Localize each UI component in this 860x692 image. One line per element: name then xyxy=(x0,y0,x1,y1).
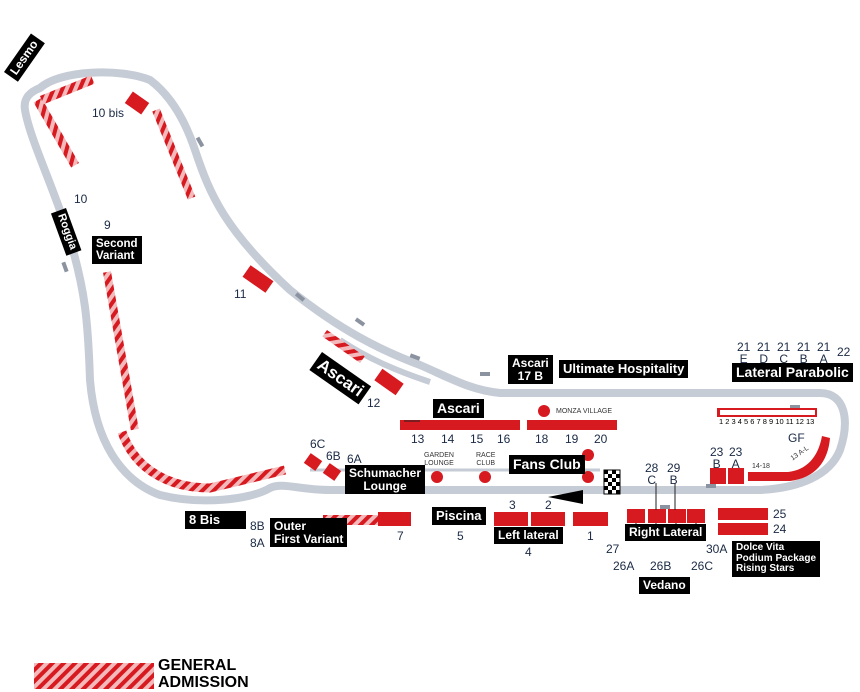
label-piscina: Piscina xyxy=(432,507,486,525)
stand-1 xyxy=(573,512,608,526)
num-9: 9 xyxy=(104,218,111,232)
stand-25 xyxy=(718,508,768,520)
num-6a: 6A xyxy=(347,452,362,466)
label-left-lateral: Left lateral xyxy=(494,527,563,544)
num-21b: 21 B xyxy=(797,340,811,366)
num-13: 13 xyxy=(411,432,425,446)
label-fans-club: Fans Club xyxy=(509,455,585,474)
garden-lounge-marker xyxy=(431,471,443,483)
num-14: 14 xyxy=(441,432,455,446)
label-outer-first-variant: Outer First Variant xyxy=(270,518,348,548)
num-21e: 21 E xyxy=(737,340,751,366)
fans-club-marker-1 xyxy=(582,449,594,461)
general-admission-areas xyxy=(33,75,378,525)
monza-village-marker xyxy=(538,405,550,417)
parabolic-seat-numbers: 1 2 3 4 5 6 7 8 9 10 11 12 13 xyxy=(719,417,815,426)
stand-24 xyxy=(718,523,768,535)
track-outline xyxy=(20,68,849,505)
stand-7 xyxy=(378,512,411,526)
num-22: 22 xyxy=(837,345,851,359)
stand-3 xyxy=(494,512,528,526)
label-second-variant: Second Variant xyxy=(92,236,142,265)
stand-27 xyxy=(627,509,645,523)
label-monza-village: MONZA VILLAGE xyxy=(556,408,613,415)
kerb-markers xyxy=(61,136,800,509)
num-25: 25 xyxy=(773,507,787,521)
legend-swatch xyxy=(34,663,154,689)
label-right-lateral: Right Lateral xyxy=(625,524,707,541)
direction-arrow-icon xyxy=(548,490,583,504)
label-dolce-vita: Dolce Vita Podium Package Rising Stars xyxy=(732,541,821,577)
num-10: 10 xyxy=(74,192,88,206)
num-15: 15 xyxy=(470,432,484,446)
stand-13-16 xyxy=(400,420,520,430)
num-21d: 21 D xyxy=(757,340,771,366)
num-1: 1 xyxy=(587,529,594,543)
stand-11 xyxy=(242,265,274,293)
stand-6c xyxy=(303,453,323,471)
num-3: 3 xyxy=(509,498,516,512)
label-vedano: Vedano xyxy=(639,577,690,594)
num-29b: 29 B xyxy=(667,461,681,487)
num-23a: 23 A xyxy=(729,445,743,471)
num-27: 27 xyxy=(606,542,620,556)
label-lateral-parabolic: Lateral Parabolic xyxy=(732,363,853,382)
num-12: 12 xyxy=(367,396,381,410)
num-26b: 26B xyxy=(650,559,672,573)
num-26c: 26C xyxy=(691,559,714,573)
num-5: 5 xyxy=(457,529,464,543)
label-schumacher-lounge: Schumacher Lounge xyxy=(345,465,426,495)
num-6c: 6C xyxy=(310,437,326,451)
num-21c: 21 C xyxy=(777,340,791,366)
stand-26c xyxy=(687,509,705,523)
num-28c: 28 C xyxy=(645,461,659,487)
stand-2 xyxy=(531,512,565,526)
stand-10bis xyxy=(124,91,150,115)
label-garden-lounge: GARDEN LOUNGE xyxy=(424,452,454,467)
num-14-18: 14-18 xyxy=(752,463,770,470)
label-ascari-17b: Ascari 17 B xyxy=(508,355,553,385)
stand-23b xyxy=(710,468,726,484)
fans-club-marker-2 xyxy=(582,471,594,483)
num-7: 7 xyxy=(397,529,404,543)
stand-26a xyxy=(648,509,666,523)
stand-parabolic-curve xyxy=(748,436,830,481)
stand-12 xyxy=(374,368,404,396)
label-ascari-mid: Ascari xyxy=(433,399,484,418)
num-10bis: 10 bis xyxy=(92,106,125,120)
num-4: 4 xyxy=(525,545,532,559)
label-ultimate-hospitality: Ultimate Hospitality xyxy=(559,360,689,378)
num-30a: 30A xyxy=(706,542,728,556)
num-23b: 23 B xyxy=(710,445,724,471)
num-19: 19 xyxy=(565,432,579,446)
grandstands xyxy=(124,91,830,535)
num-2: 2 xyxy=(545,498,552,512)
num-24: 24 xyxy=(773,522,787,536)
label-8bis: 8 Bis xyxy=(185,511,247,529)
num-6b: 6B xyxy=(326,449,341,463)
num-gf: GF xyxy=(788,431,805,445)
stand-23a xyxy=(728,468,744,484)
num-21a: 21 A xyxy=(817,340,831,366)
stand-6b xyxy=(322,463,342,481)
num-16: 16 xyxy=(497,432,511,446)
num-18: 18 xyxy=(535,432,549,446)
legend-general-admission: GENERAL ADMISSION xyxy=(158,657,249,691)
stand-18-20 xyxy=(527,420,617,430)
venue-markers xyxy=(431,405,594,483)
stand-26b xyxy=(668,509,686,523)
start-finish-flag-icon xyxy=(603,469,621,495)
num-8b: 8B xyxy=(250,519,265,533)
num-8a: 8A xyxy=(250,536,265,550)
race-club-marker xyxy=(479,471,491,483)
label-race-club: RACE CLUB xyxy=(476,452,496,467)
num-11: 11 xyxy=(234,287,247,301)
num-26a: 26A xyxy=(613,559,635,573)
num-20: 20 xyxy=(594,432,608,446)
